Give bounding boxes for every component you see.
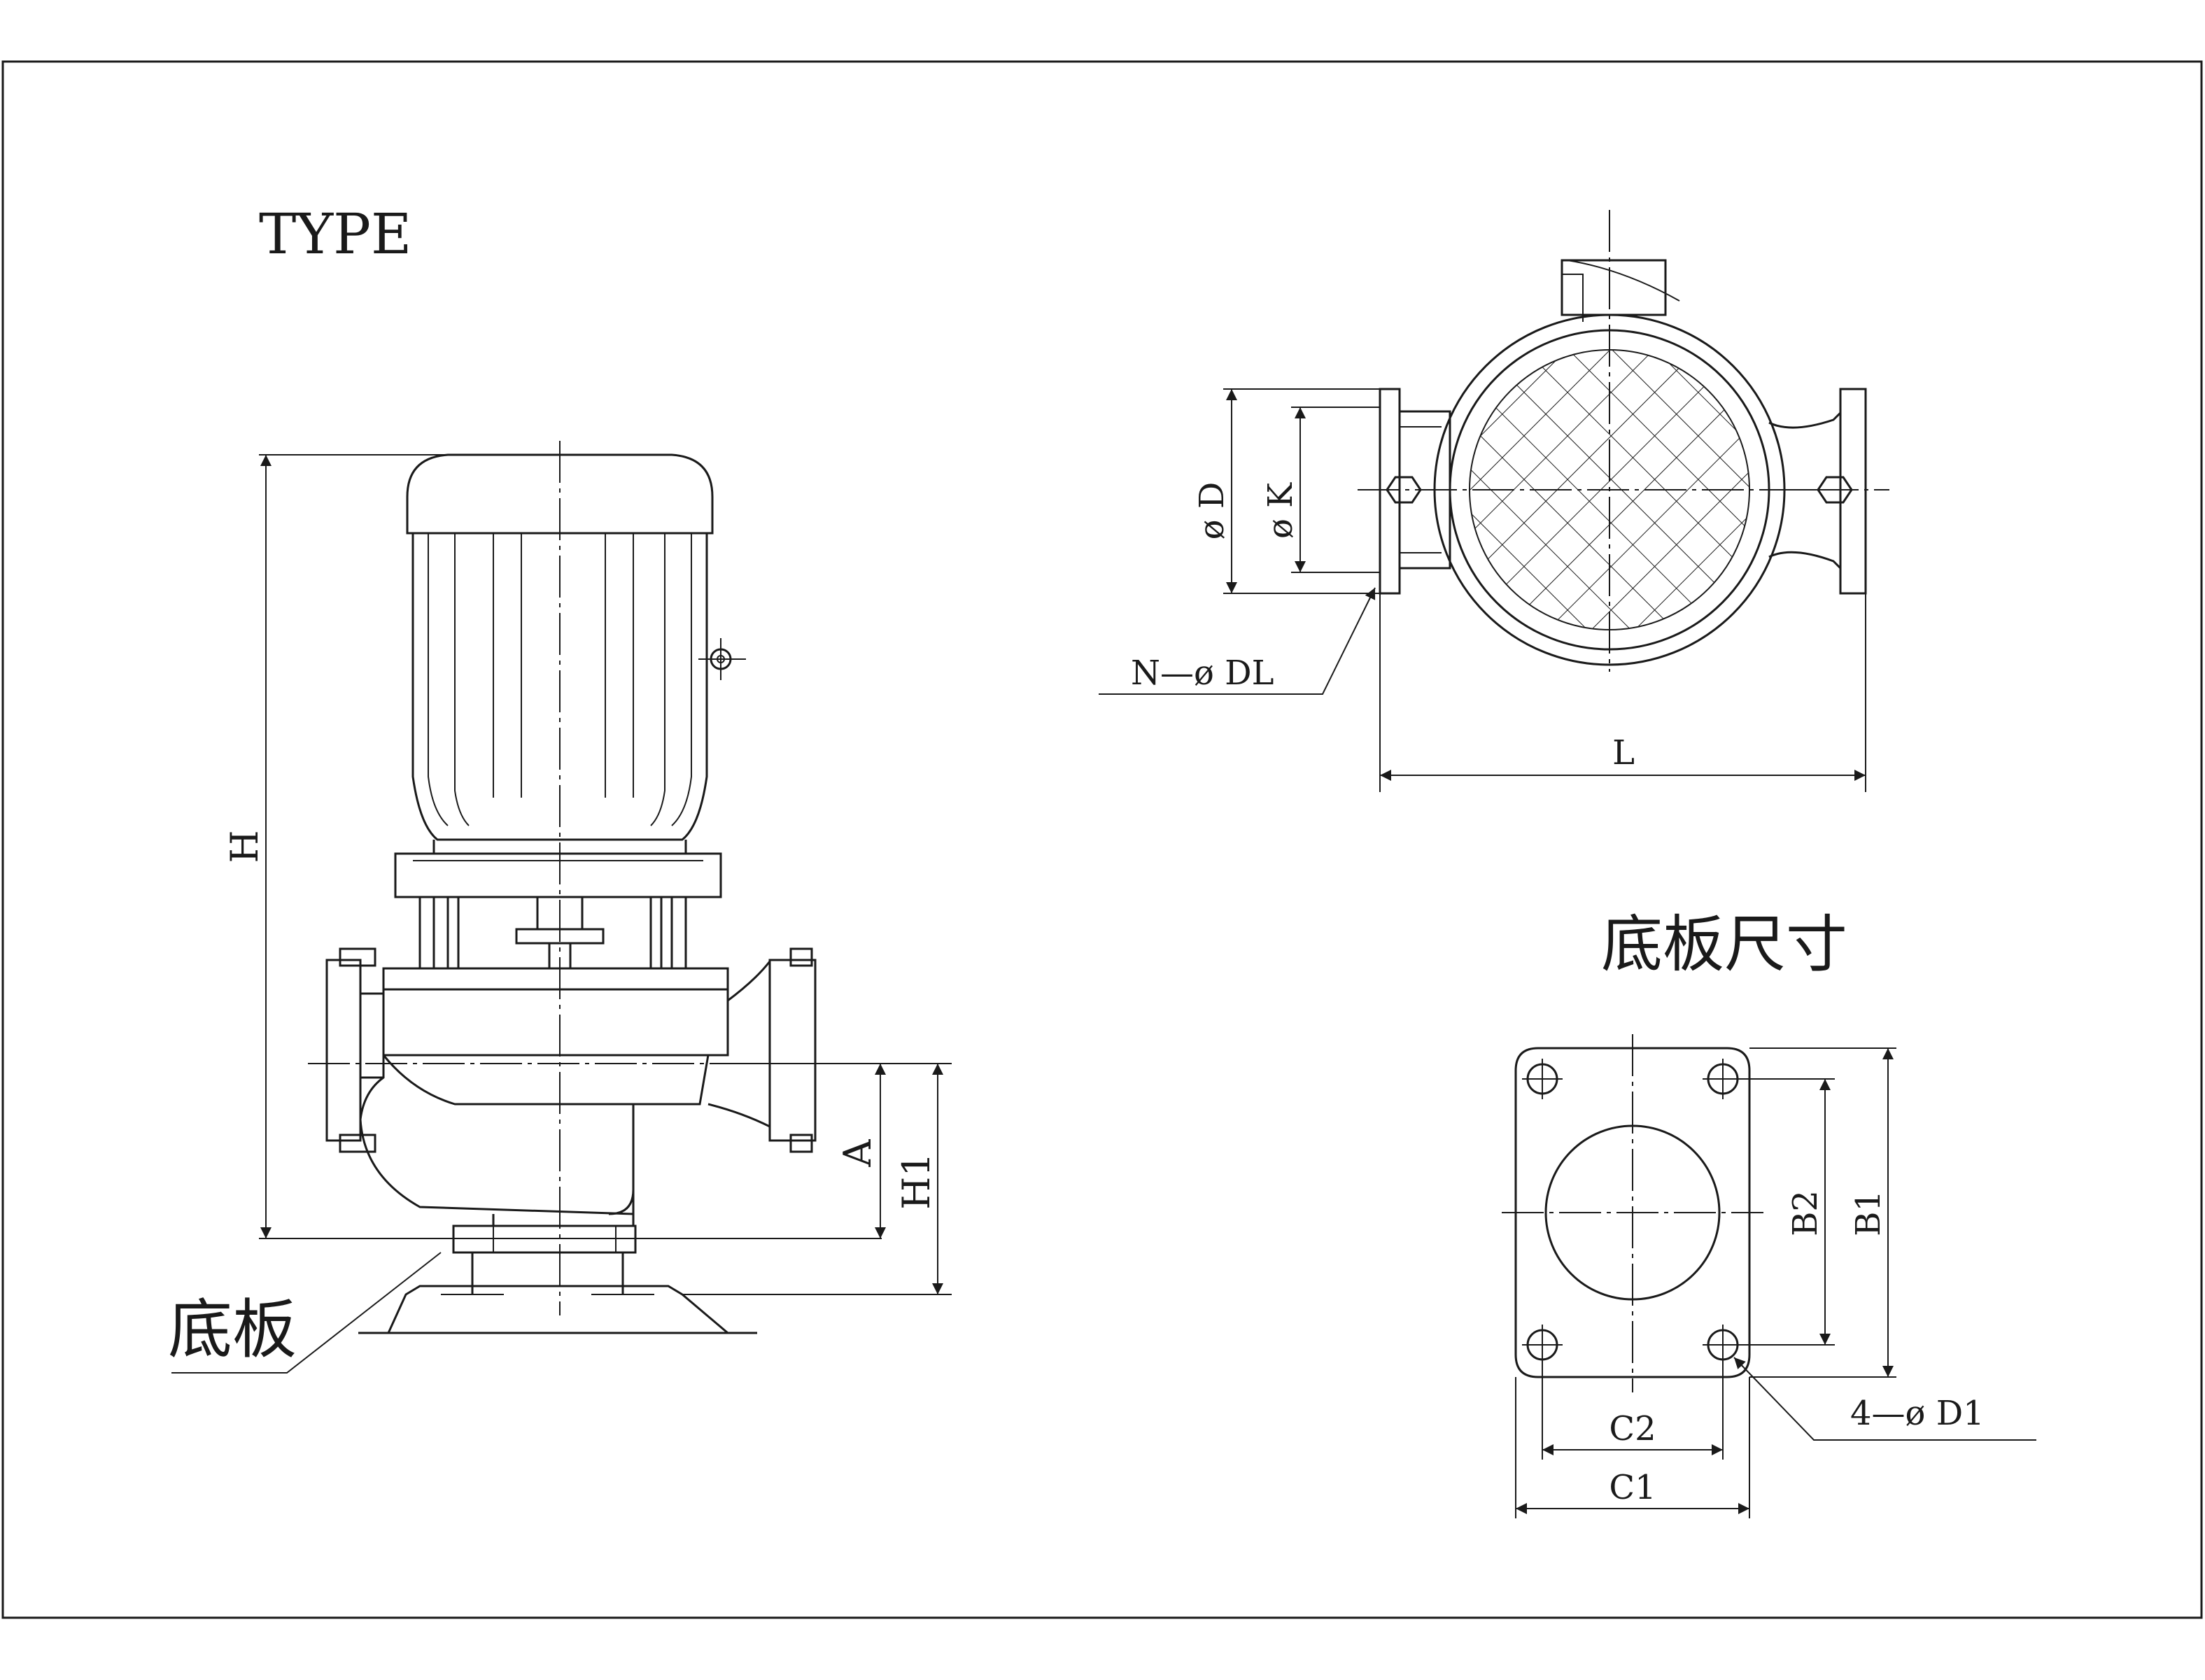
dim-l-label: L: [1612, 733, 1635, 772]
dim-a-label: A: [836, 1139, 880, 1168]
drawing-frame: [1, 60, 2203, 1619]
dimension-c1: C1: [1515, 1377, 1750, 1518]
dim-c1-label: C1: [1609, 1468, 1656, 1507]
dim-c2-label: C2: [1609, 1409, 1656, 1448]
dimension-phi-k: ø K: [1261, 407, 1380, 573]
dimension-phi-d: ø D: [1192, 388, 1380, 594]
bolt-holes-callout: N—ø DL: [1099, 587, 1376, 695]
dim-b2-label: B2: [1786, 1190, 1825, 1236]
base-holes-callout: 4—ø D1: [1733, 1357, 2036, 1441]
dimension-c2: C2: [1542, 1359, 1724, 1460]
dimension-h: H: [223, 454, 882, 1239]
pump-top-view: [1358, 210, 1889, 672]
dimension-b2: B2: [1735, 1078, 1835, 1346]
baseplate-dims-title: 底板尺寸: [1601, 908, 1847, 980]
dimension-a: A: [728, 1063, 952, 1238]
dim-b1-label: B1: [1849, 1190, 1888, 1236]
dim-phi-d-label: ø D: [1192, 482, 1232, 540]
four-phi-d1-label: 4—ø D1: [1850, 1394, 1985, 1433]
dim-h1-label: H1: [894, 1152, 938, 1209]
dimension-h1: H1: [682, 1064, 952, 1295]
n-phi-dl-label: N—ø DL: [1131, 654, 1274, 693]
baseplate-callout: 底板: [168, 1252, 442, 1374]
dimension-l: L: [1379, 593, 1866, 792]
dimension-b1: B1: [1749, 1047, 1896, 1378]
dim-phi-k-label: ø K: [1261, 482, 1300, 539]
pump-side-view: [308, 441, 840, 1334]
dim-h-label: H: [223, 830, 267, 863]
baseplate-label: 底板: [168, 1292, 297, 1367]
baseplate-plan: [1502, 1034, 1763, 1392]
type-title: TYPE: [259, 202, 411, 267]
foundation: [386, 1285, 731, 1334]
